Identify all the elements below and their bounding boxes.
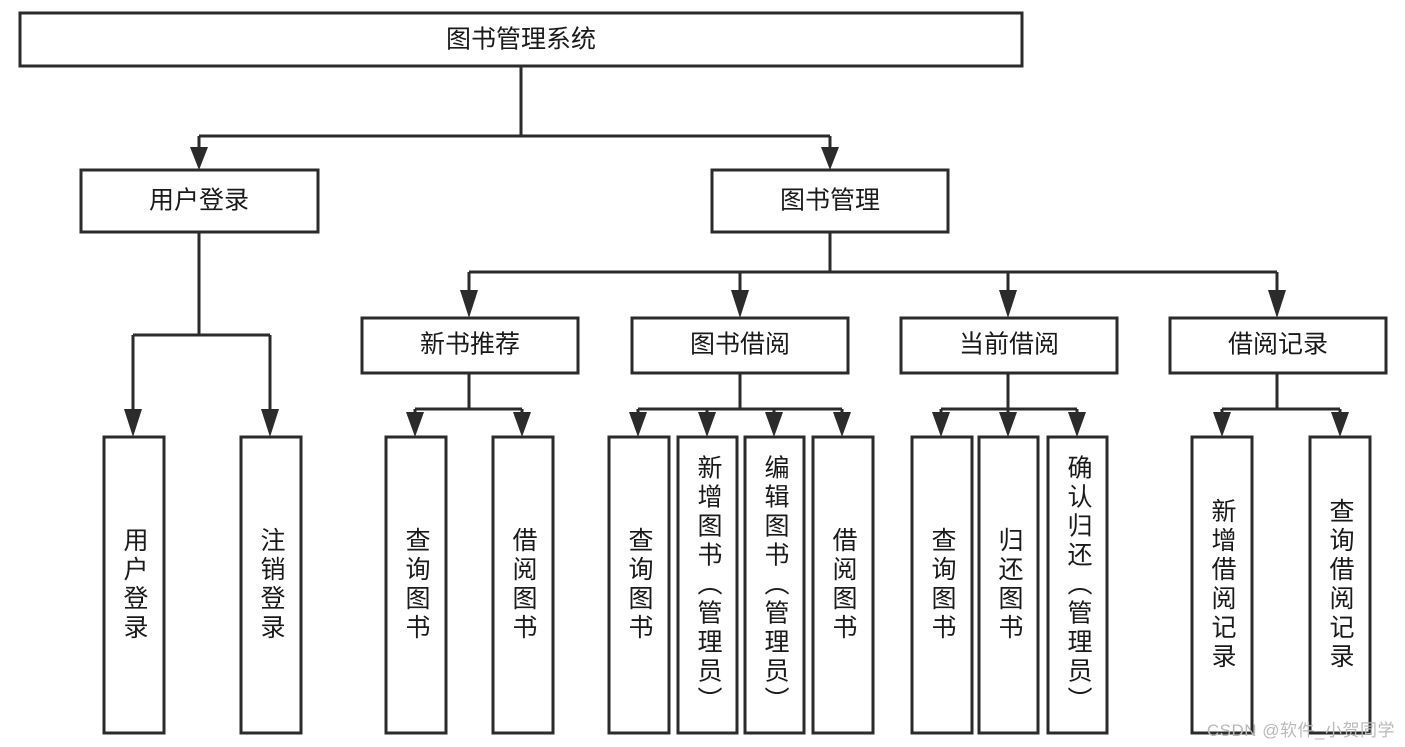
node-book-borrow[interactable]: 图书借阅 (630, 316, 850, 375)
arrowhead-leaf-confirm-return (1068, 412, 1086, 437)
node-leaf-add-book[interactable]: 新增图书（管理员） (676, 435, 739, 735)
node-leaf-borrow-book-1-label: 借阅图书 (509, 527, 538, 643)
node-new-book-recommend-box[interactable] (360, 316, 580, 375)
node-user-login[interactable]: 用户登录 (79, 168, 320, 234)
node-leaf-edit-book-box[interactable] (743, 435, 806, 735)
node-borrow-record-label: 借阅记录 (1228, 331, 1328, 359)
node-book-manage-box[interactable] (710, 168, 950, 234)
arrowhead-leaf-user-login (124, 409, 142, 437)
node-leaf-borrow-book-1[interactable]: 借阅图书 (491, 435, 555, 735)
arrowhead-leaf-logout (261, 409, 279, 437)
node-leaf-edit-book-label: 编辑图书（管理员） (761, 455, 790, 716)
node-new-book-recommend-label: 新书推荐 (420, 331, 520, 359)
connector-group-borrow-record (1213, 373, 1349, 437)
node-book-borrow-box[interactable] (630, 316, 850, 375)
arrowhead-leaf-edit-book (765, 412, 783, 437)
node-leaf-add-book-label: 新增图书（管理员） (694, 455, 723, 716)
arrowhead-leaf-query-record (1331, 412, 1349, 437)
node-leaf-query-book-1-label: 查询图书 (402, 527, 431, 643)
arrowhead-leaf-add-book (698, 412, 716, 437)
node-leaf-confirm-return-box[interactable] (1046, 435, 1109, 735)
node-leaf-add-record-label: 新增借阅记录 (1208, 498, 1237, 672)
arrowhead-new-book-recommend (460, 290, 478, 318)
arrowhead-leaf-query-book-3 (932, 412, 950, 437)
node-book-manage-label: 图书管理 (780, 187, 880, 215)
node-leaf-query-record[interactable]: 查询借阅记录 (1308, 435, 1372, 735)
node-user-login-label: 用户登录 (149, 187, 249, 215)
node-leaf-query-book-3-box[interactable] (910, 435, 974, 735)
arrowhead-leaf-return-book (999, 412, 1017, 437)
node-leaf-add-record-box[interactable] (1190, 435, 1254, 735)
arrowhead-book-manage (821, 147, 839, 170)
node-leaf-confirm-return-label: 确认归还（管理员） (1064, 455, 1093, 716)
connector-group-root (190, 66, 839, 170)
node-leaf-user-login[interactable]: 用户登录 (102, 435, 166, 735)
arrowhead-borrow-record (1268, 290, 1286, 318)
node-user-login-box[interactable] (79, 168, 320, 234)
connector-group-book-manage (460, 232, 1286, 318)
arrowhead-user-login (190, 147, 208, 170)
node-book-borrow-label: 图书借阅 (690, 331, 790, 359)
node-leaf-query-book-2[interactable]: 查询图书 (607, 435, 671, 735)
node-borrow-record-box[interactable] (1168, 316, 1388, 375)
node-root-box[interactable] (18, 11, 1024, 68)
arrowhead-current-borrow (999, 290, 1017, 318)
node-leaf-borrow-book-1-box[interactable] (491, 435, 555, 735)
node-current-borrow-box[interactable] (899, 316, 1119, 375)
node-borrow-record[interactable]: 借阅记录 (1168, 316, 1388, 375)
node-leaf-confirm-return[interactable]: 确认归还（管理员） (1046, 435, 1109, 735)
node-current-borrow-label: 当前借阅 (959, 331, 1059, 359)
node-leaf-user-login-label: 用户登录 (120, 527, 149, 643)
node-leaf-add-book-box[interactable] (676, 435, 739, 735)
connector-group-new-book-recommend (406, 373, 531, 437)
connector-group-book-borrow (629, 373, 851, 437)
node-leaf-query-book-3[interactable]: 查询图书 (910, 435, 974, 735)
node-leaf-borrow-book-2[interactable]: 借阅图书 (811, 435, 875, 735)
node-leaf-query-record-box[interactable] (1308, 435, 1372, 735)
connector-group-current-borrow (932, 373, 1086, 437)
node-leaf-query-book-1-box[interactable] (384, 435, 448, 735)
node-leaf-query-book-2-box[interactable] (607, 435, 671, 735)
node-leaf-return-book[interactable]: 归还图书 (977, 435, 1040, 735)
node-leaf-return-book-label: 归还图书 (995, 527, 1024, 643)
arrowhead-leaf-add-record (1213, 412, 1231, 437)
node-leaf-borrow-book-2-box[interactable] (811, 435, 875, 735)
node-leaf-logout[interactable]: 注销登录 (239, 435, 303, 735)
connector-group-user-login (124, 232, 279, 437)
node-current-borrow[interactable]: 当前借阅 (899, 316, 1119, 375)
node-leaf-logout-box[interactable] (239, 435, 303, 735)
arrowhead-book-borrow (731, 290, 749, 318)
node-leaf-user-login-box[interactable] (102, 435, 166, 735)
arrowhead-leaf-query-book-1 (406, 412, 424, 437)
node-leaf-query-record-label: 查询借阅记录 (1326, 498, 1355, 672)
arrowhead-leaf-borrow-book-1 (513, 412, 531, 437)
node-leaf-add-record[interactable]: 新增借阅记录 (1190, 435, 1254, 735)
node-leaf-borrow-book-2-label: 借阅图书 (829, 527, 858, 643)
node-root-label: 图书管理系统 (446, 26, 596, 54)
node-leaf-query-book-3-label: 查询图书 (928, 527, 957, 643)
node-new-book-recommend[interactable]: 新书推荐 (360, 316, 580, 375)
node-book-manage[interactable]: 图书管理 (710, 168, 950, 234)
arrowhead-leaf-borrow-book-2 (833, 412, 851, 437)
node-leaf-query-book-2-label: 查询图书 (625, 527, 654, 643)
node-leaf-return-book-box[interactable] (977, 435, 1040, 735)
node-root[interactable]: 图书管理系统 (18, 11, 1024, 68)
node-leaf-logout-label: 注销登录 (257, 527, 286, 643)
node-leaf-query-book-1[interactable]: 查询图书 (384, 435, 448, 735)
node-leaf-edit-book[interactable]: 编辑图书（管理员） (743, 435, 806, 735)
arrowhead-leaf-query-book-2 (629, 412, 647, 437)
